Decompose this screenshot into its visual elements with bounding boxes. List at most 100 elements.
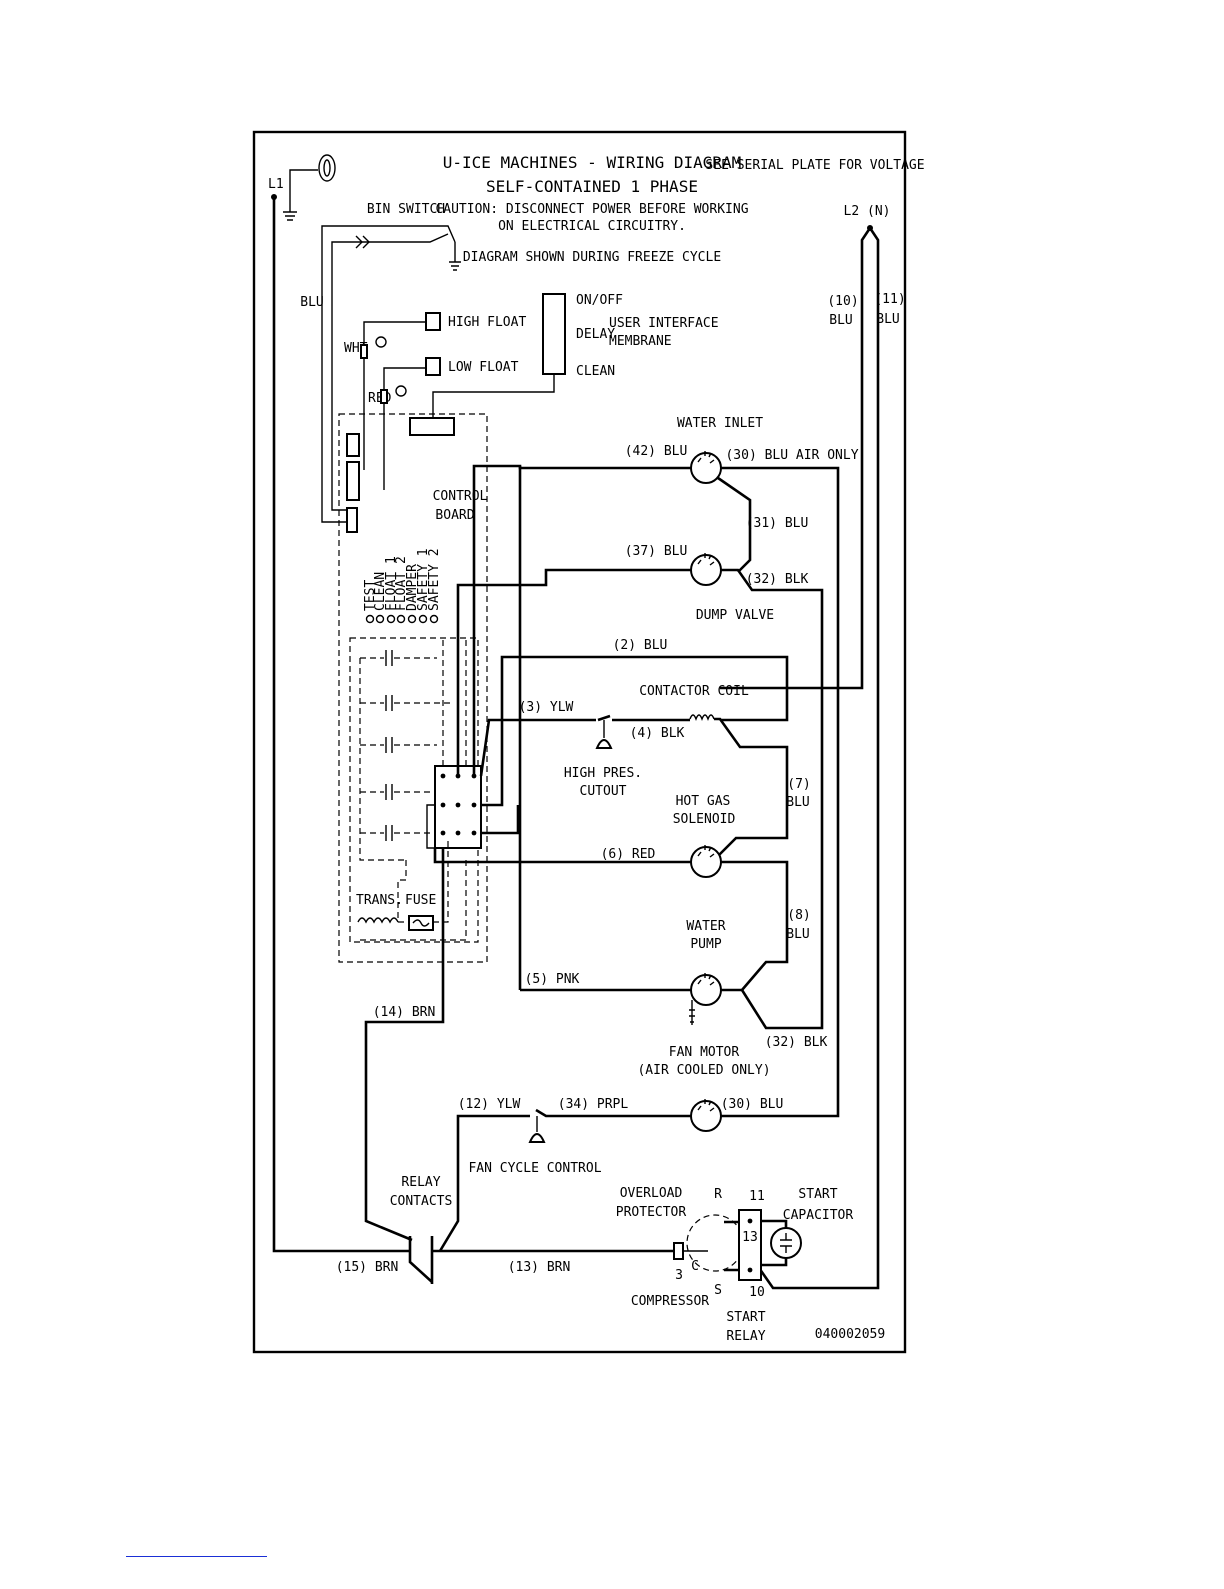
wire-11-label: (11) [874, 292, 905, 307]
wire-30-air-label: (30) BLU AIR ONLY [725, 448, 858, 463]
wire-11-blu [755, 227, 880, 1290]
relay-terminal-13: 13 [742, 1230, 758, 1245]
dump-valve-icon [690, 553, 722, 586]
wire-12-label: (12) YLW [458, 1097, 521, 1112]
compressor-label: COMPRESSOR [631, 1294, 709, 1309]
wire-30-label: (30) BLU [721, 1097, 784, 1112]
low-float-wire [383, 367, 428, 490]
wire-4-label: (4) BLK [630, 726, 685, 741]
membrane-ribbon-wire [432, 374, 555, 418]
compressor-run-start-leads [724, 1220, 740, 1272]
diagram-frame [252, 130, 907, 1354]
fuse-element [412, 919, 430, 927]
led-test: TEST [363, 580, 378, 624]
diagram-title: U-ICE MACHINES - WIRING DIAGRAM [443, 153, 742, 172]
water-inlet-icon [690, 451, 722, 484]
start-relay-icon [738, 1209, 762, 1281]
led-safety-1: SAFETY 1 [416, 548, 431, 624]
relay-contacts-label-2: CONTACTS [390, 1194, 453, 1209]
low-float-icon [395, 385, 407, 397]
led-damper-label: DAMPER [405, 564, 420, 611]
wire-bin-switch-blu [321, 225, 456, 523]
hot-gas-solenoid-icon [690, 845, 722, 878]
fuse-label: FUSE [405, 893, 436, 908]
transformer-fuse-traces [360, 840, 467, 941]
contactor-coil-icon [689, 714, 715, 721]
led-safety-1-label: SAFETY 1 [416, 548, 431, 611]
compressor-terminal-r: R [714, 1187, 722, 1202]
wire-34-label: (34) PRPL [558, 1097, 629, 1112]
wire-2-label: (2) BLU [613, 638, 668, 653]
wire-10-label: (10) [827, 294, 858, 309]
wire-42-label: (42) BLU [625, 444, 688, 459]
wire-32b-label: (32) BLK [765, 1035, 828, 1050]
hot-gas-label-1: HOT GAS [676, 794, 731, 809]
ui-delay-label: DELAY [576, 327, 615, 342]
wire-4-blk [597, 714, 690, 722]
wire-8-label: (8) [787, 908, 810, 923]
led-test-label: TEST [363, 580, 378, 611]
footer-rule [126, 1556, 267, 1557]
led-float-2-label: FLOAT 2 [394, 556, 409, 611]
membrane-connector [409, 417, 455, 436]
control-board-label-2: BOARD [435, 508, 474, 523]
fan-motor-label-1: FAN MOTOR [669, 1045, 740, 1060]
relay-terminal-10: 10 [749, 1285, 765, 1300]
transformer-icon [357, 917, 399, 924]
wire-7-blu [714, 717, 789, 857]
ui-on-off-label: ON/OFF [576, 293, 623, 308]
wire-3-label: (3) YLW [519, 700, 574, 715]
ui-label-2: MEMBRANE [609, 334, 672, 349]
board-jumper [426, 804, 435, 849]
start-relay-label-2: RELAY [726, 1329, 765, 1344]
wire-3-ylw [479, 718, 596, 777]
high-float-connector [425, 312, 441, 331]
wire-15-label: (15) BRN [336, 1260, 399, 1275]
relay-contacts-icon [408, 1236, 434, 1284]
start-capacitor-icon [770, 1227, 802, 1259]
high-float-icon [375, 336, 387, 348]
high-pres-label-2: CUTOUT [580, 784, 627, 799]
start-relay-label-1: START [726, 1310, 765, 1325]
ground-icon [283, 154, 336, 221]
wire-30-blu [721, 466, 840, 1118]
connector-icon [355, 235, 370, 249]
high-pres-label-1: HIGH PRES. [564, 766, 642, 781]
low-float-connector [425, 357, 441, 376]
wire-10-blu [720, 227, 872, 690]
wire-32a-label: (32) BLK [746, 572, 809, 587]
red-label: RED [368, 391, 392, 406]
wire-37-blu [456, 568, 692, 776]
compressor-terminal-3: 3 [675, 1268, 683, 1283]
wire-13-label: (13) BRN [508, 1260, 571, 1275]
high-pres-cutout-icon [595, 720, 613, 749]
control-board-outline [338, 413, 488, 963]
water-pump-icon [689, 973, 722, 1025]
wire-2-blu [481, 655, 789, 807]
wire-34-12-fan [438, 1108, 692, 1252]
wire-14-label: (14) BRN [373, 1005, 436, 1020]
led-clean-label: CLEAN [373, 572, 388, 611]
led-float-1: FLOAT 1 [384, 556, 399, 624]
board-led-row: TEST CLEAN FLOAT 1 FLOAT 2 DAMPER SAFETY… [363, 548, 442, 624]
wire-11-color: BLU [876, 312, 899, 327]
high-float-wire [363, 321, 428, 470]
control-board-label-1: CONTROL [433, 489, 488, 504]
wire-37-label: (37) BLU [625, 544, 688, 559]
wire-6-red [433, 848, 692, 864]
start-capacitor-leads [761, 1219, 788, 1267]
relay-contacts-label-1: RELAY [401, 1175, 440, 1190]
low-float-label: LOW FLOAT [448, 360, 519, 375]
fan-motor-icon [690, 1099, 722, 1132]
led-damper: DAMPER [405, 564, 420, 624]
board-connector-2 [346, 461, 360, 501]
dump-valve-label: DUMP VALVE [696, 608, 774, 623]
wire-5-label: (5) PNK [525, 972, 580, 987]
led-float-1-label: FLOAT 1 [384, 556, 399, 611]
overload-protector-icon [673, 1242, 684, 1260]
wire-6-label: (6) RED [601, 847, 656, 862]
led-safety-2: SAFETY 2 [427, 548, 442, 624]
voltage-note: SEE SERIAL PLATE FOR VOLTAGE [705, 158, 924, 173]
